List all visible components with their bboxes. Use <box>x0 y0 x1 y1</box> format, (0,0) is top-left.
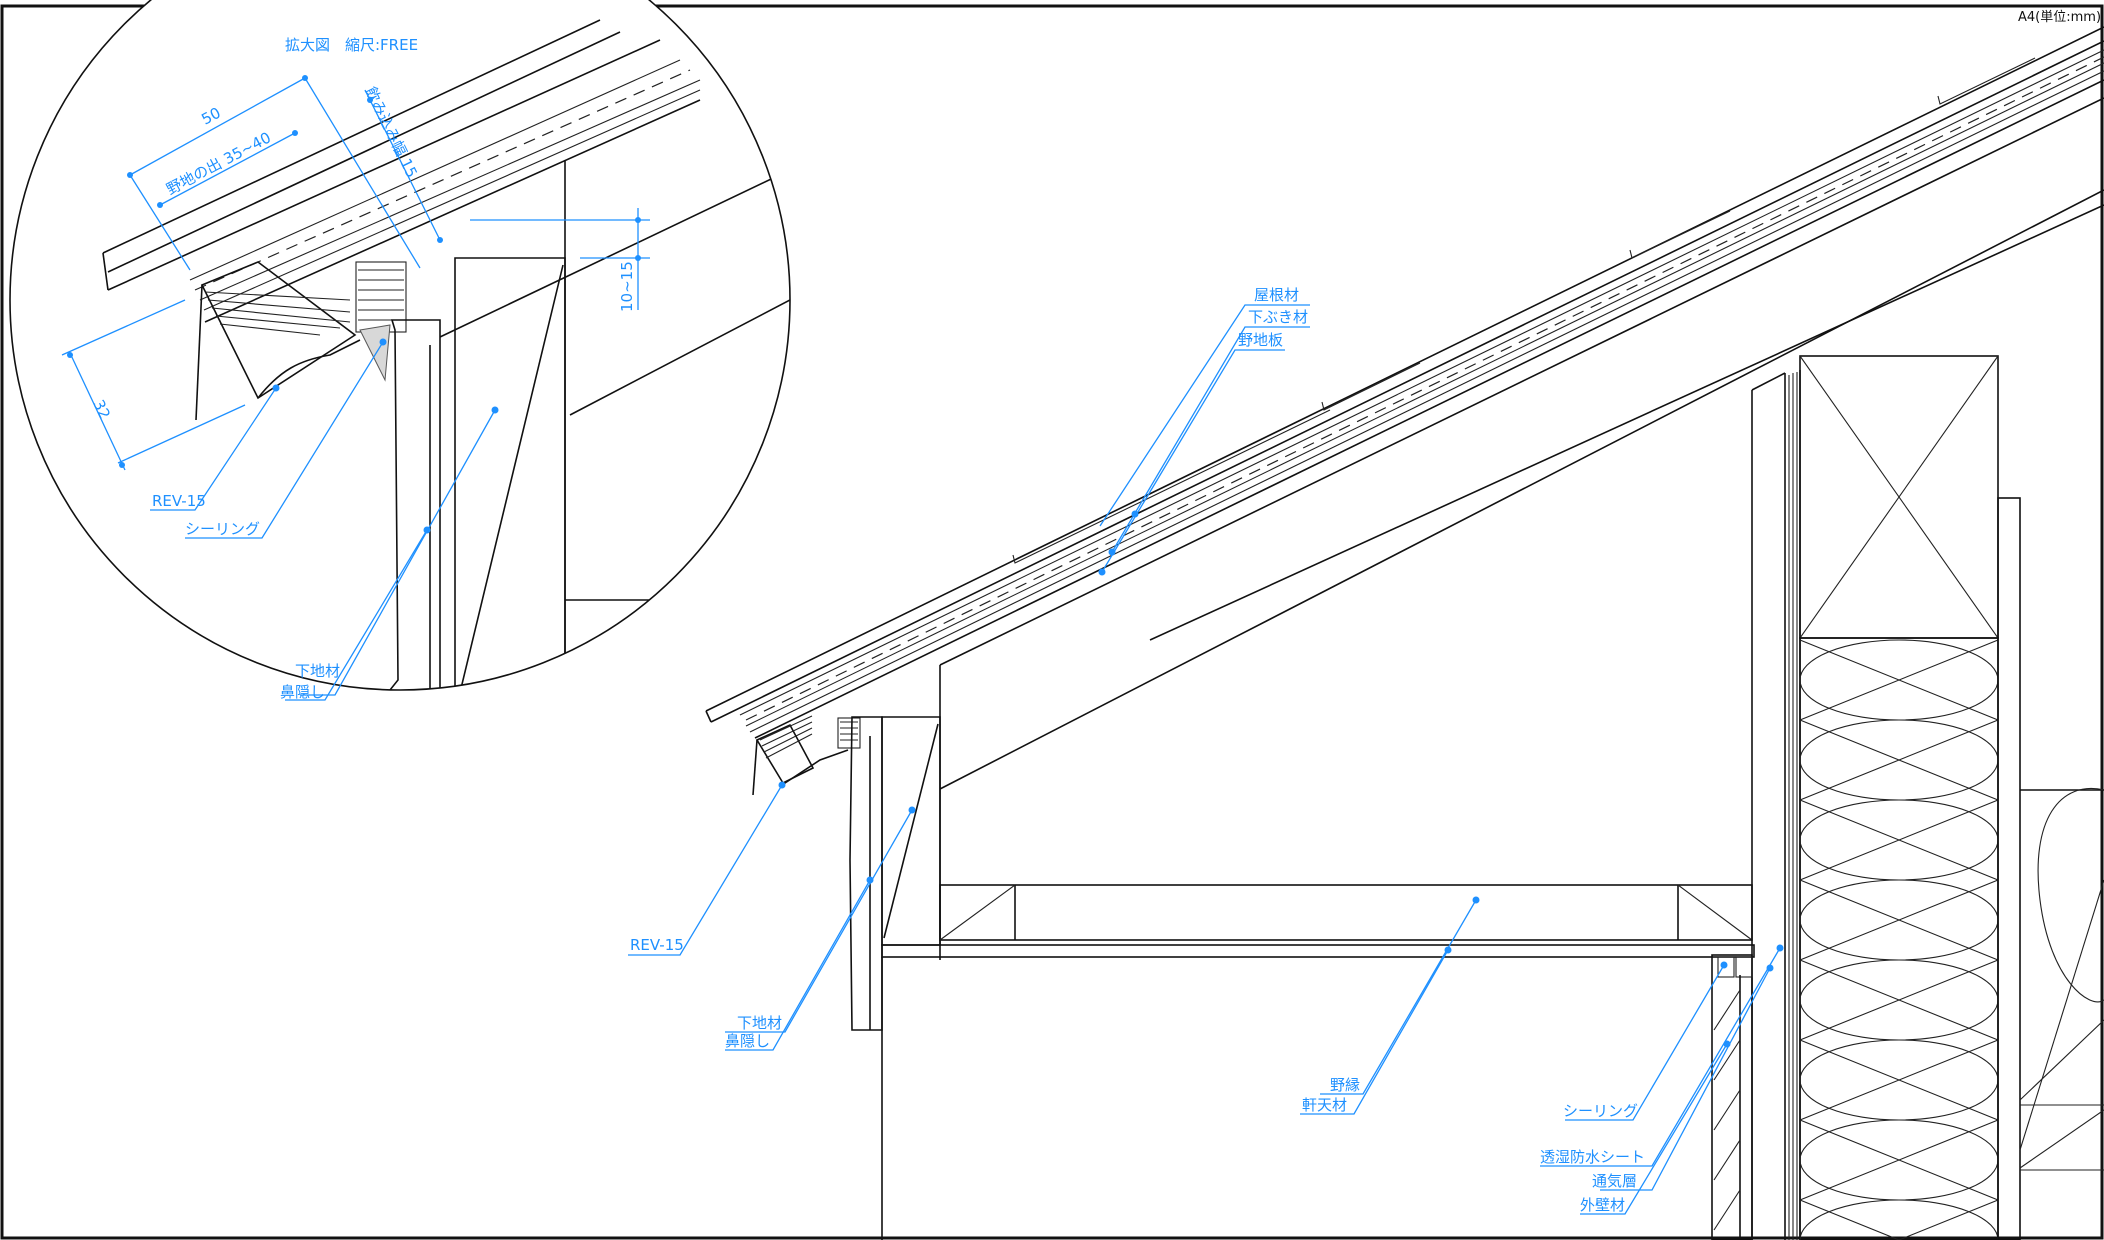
detail-leaders <box>150 338 499 701</box>
detail-title: 拡大図 縮尺:FREE <box>285 36 418 54</box>
label-underlay: 下ぶき材 <box>1248 308 1308 326</box>
label-siding: 外壁材 <box>1580 1196 1625 1214</box>
label-rev-main: REV-15 <box>630 936 684 954</box>
siding-hatch <box>1713 989 1741 1231</box>
soffit-assembly <box>881 884 1755 1240</box>
label-membrane: 透湿防水シート <box>1540 1148 1645 1166</box>
insulation-pattern <box>1799 639 1999 1240</box>
insulation-cross <box>1799 1039 1999 1121</box>
label-roofing: 屋根材 <box>1254 286 1299 304</box>
label-sealing-detail: シーリング <box>185 520 260 538</box>
insulation-cross <box>1799 719 1999 801</box>
insulation-cross <box>1799 879 1999 961</box>
main-leaders <box>628 304 1784 1215</box>
siding-hatch-line <box>1713 1189 1741 1231</box>
main-section: 屋根材 下ぶき材 野地板 REV-15 下地材 鼻隠し 野縁 軒天材 シーリング… <box>628 26 2104 1240</box>
label-base-detail: 下地材 <box>295 662 340 680</box>
label-fascia-detail: 鼻隠し <box>280 683 325 701</box>
detail-enlargement: 50 野地の出 35~40 飲み込み幅 15 10~15 32 <box>9 0 791 701</box>
dim-gap: 10~15 <box>618 261 636 312</box>
insulation-cross <box>1799 1199 1999 1240</box>
insulation-loop <box>1799 1199 1999 1240</box>
label-vent-layer: 通気層 <box>1592 1172 1637 1190</box>
insulation-cross <box>1799 1119 1999 1201</box>
label-sealing-main: シーリング <box>1563 1102 1638 1120</box>
roof-layers <box>705 26 2104 790</box>
siding-hatch-line <box>1713 989 1741 1031</box>
insulation-cross <box>1799 799 1999 881</box>
sheet-border <box>0 4 2104 1240</box>
wall-structure <box>1711 355 2104 1240</box>
siding-hatch-line <box>1713 1139 1741 1181</box>
siding-hatch-line <box>1713 1039 1741 1081</box>
siding-hatch-line <box>1713 1089 1741 1131</box>
label-soffit: 軒天材 <box>1302 1096 1347 1114</box>
label-fascia-main: 鼻隠し <box>725 1032 770 1050</box>
insulation-cross <box>1799 639 1999 721</box>
paper-size-label: A4(単位:mm) <box>2018 9 2101 25</box>
label-rev-detail: REV-15 <box>152 492 206 510</box>
insulation-cross <box>1799 959 1999 1041</box>
label-sheathing: 野地板 <box>1238 331 1283 349</box>
eave-end <box>752 665 941 1031</box>
label-joist: 野縁 <box>1330 1076 1360 1094</box>
label-base-main: 下地材 <box>737 1014 782 1032</box>
